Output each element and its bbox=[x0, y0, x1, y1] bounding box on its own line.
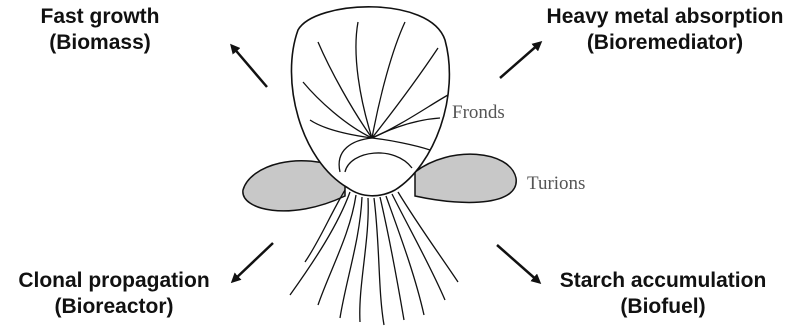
roots bbox=[290, 190, 458, 325]
label-turions: Turions bbox=[527, 173, 585, 195]
label-starch-accumulation-title: Starch accumulation bbox=[550, 268, 776, 294]
label-fronds: Fronds bbox=[452, 102, 505, 124]
label-clonal-propagation-use: (Bioreactor) bbox=[6, 294, 222, 320]
label-fast-growth: Fast growth (Biomass) bbox=[20, 4, 180, 56]
label-heavy-metal-title: Heavy metal absorption bbox=[535, 4, 795, 30]
arrow-bottom-left bbox=[233, 243, 273, 281]
arrow-top-right bbox=[500, 43, 540, 78]
label-fast-growth-use: (Biomass) bbox=[20, 30, 180, 56]
label-starch-accumulation: Starch accumulation (Biofuel) bbox=[550, 268, 776, 320]
label-clonal-propagation: Clonal propagation (Bioreactor) bbox=[6, 268, 222, 320]
arrow-top-left bbox=[232, 46, 267, 87]
label-starch-accumulation-use: (Biofuel) bbox=[550, 294, 776, 320]
turion-right bbox=[415, 154, 516, 202]
label-heavy-metal: Heavy metal absorption (Bioremediator) bbox=[535, 4, 795, 56]
label-heavy-metal-use: (Bioremediator) bbox=[535, 30, 795, 56]
label-clonal-propagation-title: Clonal propagation bbox=[6, 268, 222, 294]
arrow-bottom-right bbox=[497, 245, 539, 282]
label-fast-growth-title: Fast growth bbox=[20, 4, 180, 30]
